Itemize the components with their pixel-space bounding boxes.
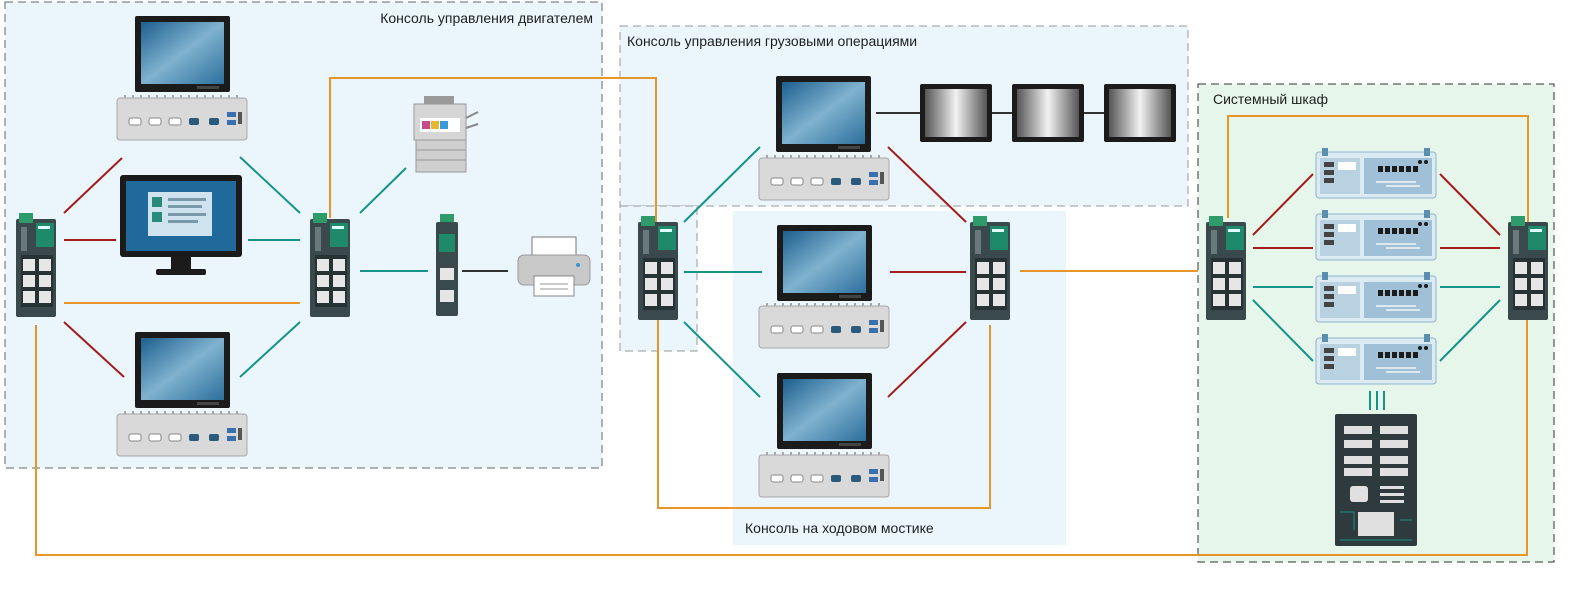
link-red	[63, 157, 123, 214]
link-teal	[683, 146, 761, 223]
ethernet-switch-icon	[16, 213, 56, 317]
rackmount-server-icon	[1315, 209, 1437, 261]
panel-pc-engine-top	[116, 16, 248, 141]
display-panel-icon	[1104, 84, 1176, 142]
link-teal	[1252, 299, 1314, 362]
link-red	[887, 146, 967, 223]
ethernet-switch-icon	[1206, 216, 1246, 320]
display-panel-icon	[920, 84, 992, 142]
link-teal	[683, 321, 761, 398]
printer-icon	[517, 236, 591, 297]
link-red	[1252, 173, 1314, 236]
ethernet-switch-icon	[1508, 216, 1548, 320]
zone-cargo-label: Консоль управления грузовыми операциями	[627, 33, 917, 49]
link-red	[887, 321, 967, 398]
copier-icon	[413, 96, 479, 173]
panel-pc-engine-bottom	[116, 332, 248, 457]
display-panel-icon	[1012, 84, 1084, 142]
workstation-display-icon	[120, 175, 242, 275]
zone-bridge-label: Консоль на ходовом мостике	[745, 520, 934, 536]
zone-cargo-console	[619, 25, 1189, 207]
panel-pc-bridge-top	[758, 225, 890, 349]
panel-pc-cargo	[758, 76, 890, 201]
link-teal	[239, 156, 301, 214]
rackmount-server-icon	[1315, 333, 1437, 385]
panel-pc-bridge-bottom	[758, 373, 890, 498]
link-red	[1439, 173, 1501, 236]
ethernet-switch-icon	[970, 216, 1010, 320]
ethernet-switch-icon	[310, 213, 350, 317]
zone-cabinet-label: Системный шкаф	[1213, 91, 1328, 107]
link-orange-main-ring	[35, 320, 1528, 556]
link-teal	[1439, 299, 1501, 362]
ethernet-switch-icon	[638, 216, 678, 320]
link-teal	[239, 321, 301, 378]
serial-device-server-icon	[436, 214, 458, 316]
zone-engine-label: Консоль управления двигателем	[380, 10, 593, 26]
link-red	[63, 321, 125, 378]
rackmount-server-icon	[1315, 271, 1437, 323]
link-orange-top	[329, 77, 657, 225]
rackmount-server-icon	[1315, 147, 1437, 199]
link-orange-cabinet-top	[1227, 115, 1529, 222]
link-orange-bottom-loop	[657, 320, 991, 509]
link-teal	[359, 167, 407, 214]
cabinet-panel-icon	[1335, 414, 1417, 546]
zone-engine-console	[4, 1, 603, 469]
